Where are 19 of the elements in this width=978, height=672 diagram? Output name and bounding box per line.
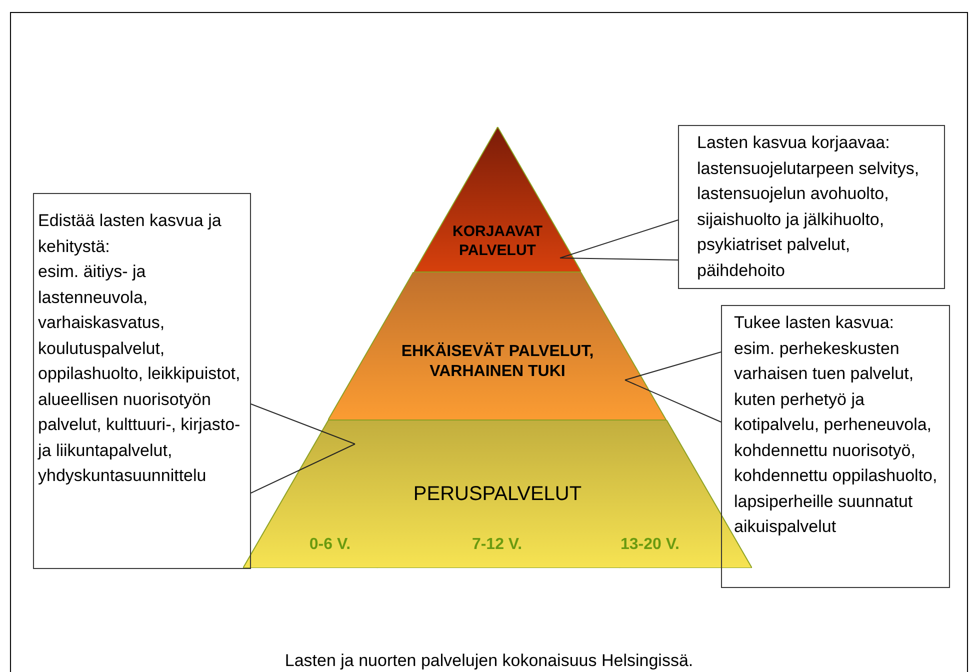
level-title: PERUSPALVELUT (412, 482, 583, 506)
leader-line (250, 404, 356, 494)
leader-line (624, 352, 722, 422)
callout-box (678, 125, 945, 289)
callout-heading: Edistää lasten kasvua ja kehitystä: (38, 210, 222, 258)
callout-heading: Tukee lasten kasvua: (734, 312, 896, 334)
age-label: 7-12 V. (470, 536, 524, 554)
level-title: EHKÄISEVÄT PALVELUT, VARHAINEN TUKI (400, 342, 595, 382)
callout-text: esim. äitiys- ja lastenneuvola, varhaiskasvatus, koulutuspalvelut, oppilashuolto, leikkipuistot, alueellisen nuorisotyön palvelut, kulttuuri-, kirjasto- ja liikuntapalvelut, yhdyskuntasuunnittelu (38, 261, 242, 487)
callout-text: esim. perhekeskusten varhaisen tuen palvelut, kuten perhetyö ja kotipalvelu, perheneuvola, kohdennettu nuorisotyö, kohdennettu oppilashuolto, lapsiperheille suunnatut aikuispalvelut (734, 338, 938, 538)
level-title: KORJAAVAT PALVELUT (451, 222, 544, 260)
caption: Lasten ja nuorten palvelujen kokonaisuus Helsingissä. (284, 651, 694, 671)
callout-text: lastensuojelutarpeen selvitys, lastensuojelun avohuolto, sijaishuolto ja jälkihuolto, psykiatriset palvelut, päihdehoito (697, 158, 920, 282)
leader-line (560, 220, 678, 260)
age-label: 0-6 V. (308, 536, 352, 554)
callout-box (721, 305, 950, 588)
callout-heading: Lasten kasvua korjaavaa: (697, 132, 891, 154)
callout-box (33, 193, 251, 569)
age-label: 13-20 V. (619, 536, 680, 554)
